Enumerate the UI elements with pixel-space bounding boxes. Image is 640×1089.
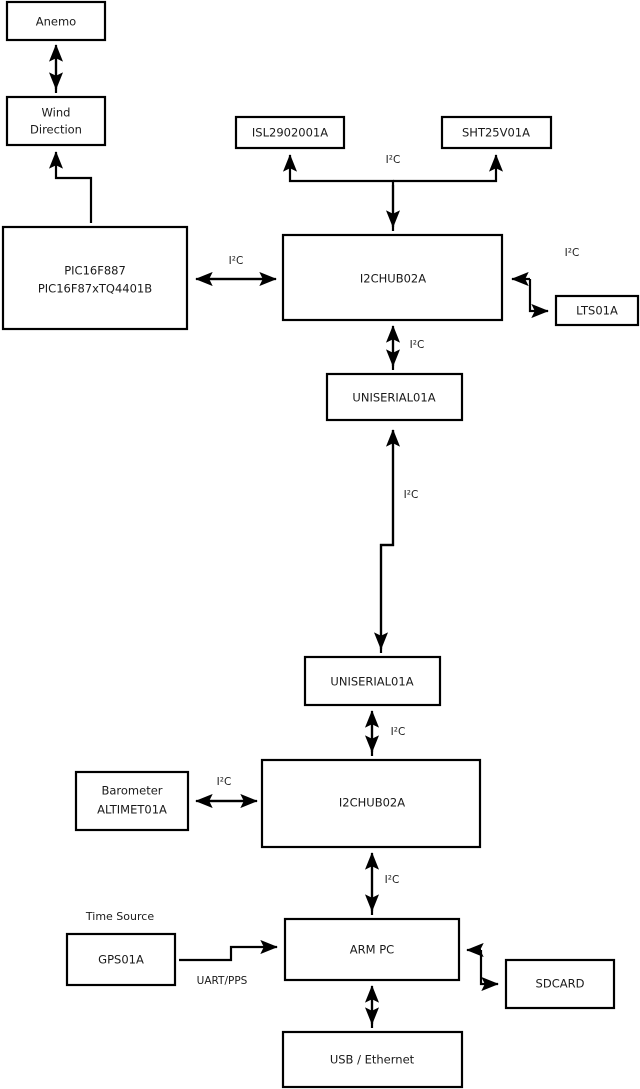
- node-i2chub02a-bottom[interactable]: I2CHUB02A: [260, 758, 482, 849]
- edge-hub-lts: [511, 271, 549, 319]
- node-pic-mcu-label-line2: PIC16F87xTQ4401B: [38, 282, 152, 296]
- node-lts01a-label: LTS01A: [576, 304, 618, 318]
- edge-label-i2c-sensors: I²C: [386, 154, 401, 166]
- edge-label-i2c-hub2-arm: I²C: [385, 874, 400, 886]
- node-pic-mcu-label-line1: PIC16F887: [64, 264, 126, 278]
- edge-label-i2c-lts: I²C: [565, 247, 580, 259]
- label-time-source: Time Source: [85, 910, 154, 923]
- edge-label-uart-pps: UART/PPS: [197, 975, 248, 987]
- node-usb-ethernet[interactable]: USB / Ethernet: [281, 1030, 464, 1089]
- node-sdcard[interactable]: SDCARD: [504, 958, 616, 1010]
- edge-pic-wind: [48, 151, 93, 223]
- edge-label-i2c-baro: I²C: [217, 776, 232, 788]
- edge-label-i2c-uni-uni: I²C: [404, 489, 419, 501]
- node-barometer[interactable]: Barometer ALTIMET01A: [74, 770, 190, 832]
- edge-label-i2c-hub-uni: I²C: [410, 339, 425, 351]
- node-anemo[interactable]: Anemo: [5, 0, 107, 42]
- node-uniserial01a-bottom[interactable]: UNISERIAL01A: [303, 655, 442, 707]
- node-anemo-label: Anemo: [36, 15, 76, 29]
- node-barometer-label-line1: Barometer: [101, 784, 162, 798]
- node-usb-ethernet-label: USB / Ethernet: [330, 1053, 415, 1067]
- node-arm-pc-label: ARM PC: [350, 943, 394, 957]
- node-i2chub02a-top-label: I2CHUB02A: [360, 272, 426, 286]
- edges-layer: [48, 44, 549, 1028]
- node-lts01a[interactable]: LTS01A: [554, 294, 640, 327]
- edge-labels-layer: I²C I²C I²C I²C I²C I²C I²C I²C UART/PPS: [197, 154, 580, 987]
- edge-arm-sdcard: [466, 942, 499, 992]
- node-arm-pc[interactable]: ARM PC: [283, 917, 461, 982]
- node-sht25v01a-label: SHT25V01A: [462, 126, 530, 140]
- node-wind-direction-label-line2: Direction: [30, 123, 82, 137]
- node-wind-direction[interactable]: Wind Direction: [5, 95, 107, 147]
- node-sht25v01a[interactable]: SHT25V01A: [440, 115, 553, 150]
- node-i2chub02a-bottom-label: I2CHUB02A: [339, 796, 405, 810]
- node-isl2902001a[interactable]: ISL2902001A: [234, 115, 346, 150]
- node-uniserial01a-top[interactable]: UNISERIAL01A: [325, 372, 464, 422]
- node-i2chub02a-top[interactable]: I2CHUB02A: [281, 233, 504, 322]
- node-uniserial01a-bottom-label: UNISERIAL01A: [330, 675, 413, 689]
- edge-hub-isl-sht: [282, 154, 504, 231]
- edge-uni-uni-long: [373, 429, 401, 653]
- node-sdcard-label: SDCARD: [536, 977, 585, 991]
- node-isl2902001a-label: ISL2902001A: [252, 126, 328, 140]
- edge-label-i2c-uni-hub2: I²C: [391, 726, 406, 738]
- node-gps01a[interactable]: GPS01A: [65, 932, 177, 987]
- node-pic-mcu[interactable]: PIC16F887 PIC16F87xTQ4401B: [1, 225, 189, 331]
- free-labels-layer: Time Source: [85, 910, 154, 923]
- node-gps01a-label: GPS01A: [98, 953, 144, 967]
- edge-label-i2c-pic-hub: I²C: [229, 255, 244, 267]
- edge-gps-arm: [179, 939, 278, 962]
- node-wind-direction-label-line1: Wind: [42, 106, 71, 120]
- node-barometer-label-line2: ALTIMET01A: [97, 803, 167, 817]
- node-uniserial01a-top-label: UNISERIAL01A: [352, 391, 435, 405]
